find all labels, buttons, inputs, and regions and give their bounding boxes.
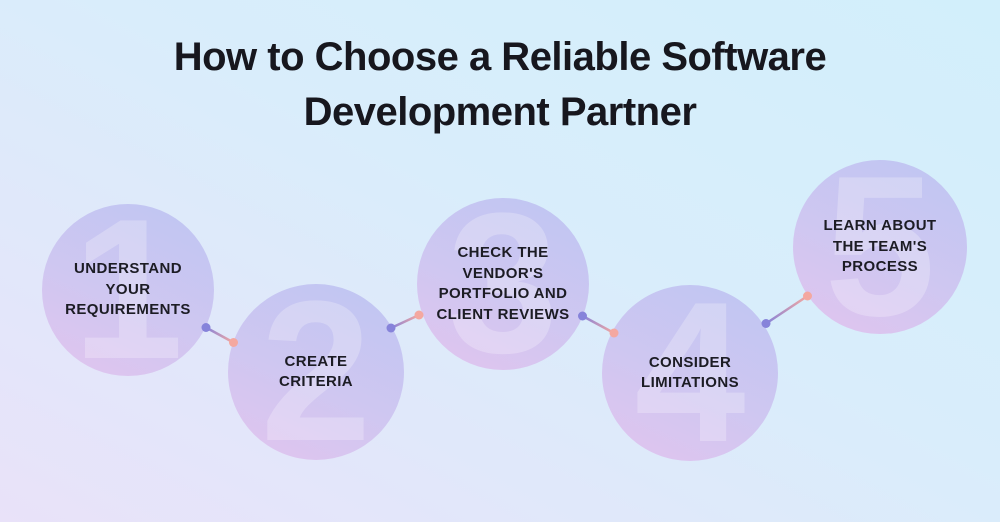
step-3-label: CHECK THE VENDOR'S PORTFOLIO AND CLIENT … (436, 244, 570, 323)
step-circle-3: 3 CHECK THE VENDOR'S PORTFOLIO AND CLIEN… (417, 198, 589, 370)
step-4-label: CONSIDER LIMITATIONS (641, 353, 739, 392)
step-4-watermark-number: 4 (634, 285, 746, 461)
step-1-watermark-number: 1 (72, 204, 184, 376)
step-2-label: CREATE CRITERIA (278, 352, 354, 391)
step-5-label: LEARN ABOUT THE TEAM'S PROCESS (823, 217, 937, 276)
step-5-watermark-number: 5 (824, 160, 936, 334)
step-2-watermark-number: 2 (260, 284, 372, 460)
step-circle-1: 1 UNDERSTAND YOUR REQUIREMENTS (42, 204, 214, 376)
step-circle-4: 4 CONSIDER LIMITATIONS (602, 285, 778, 461)
step-circle-5: 5 LEARN ABOUT THE TEAM'S PROCESS (793, 160, 967, 334)
page-title: How to Choose a Reliable Software Develo… (173, 35, 827, 134)
step-circle-2: 2 CREATE CRITERIA (228, 284, 404, 460)
step-3-watermark-number: 3 (447, 198, 559, 370)
step-1-label: UNDERSTAND YOUR REQUIREMENTS (65, 260, 191, 319)
